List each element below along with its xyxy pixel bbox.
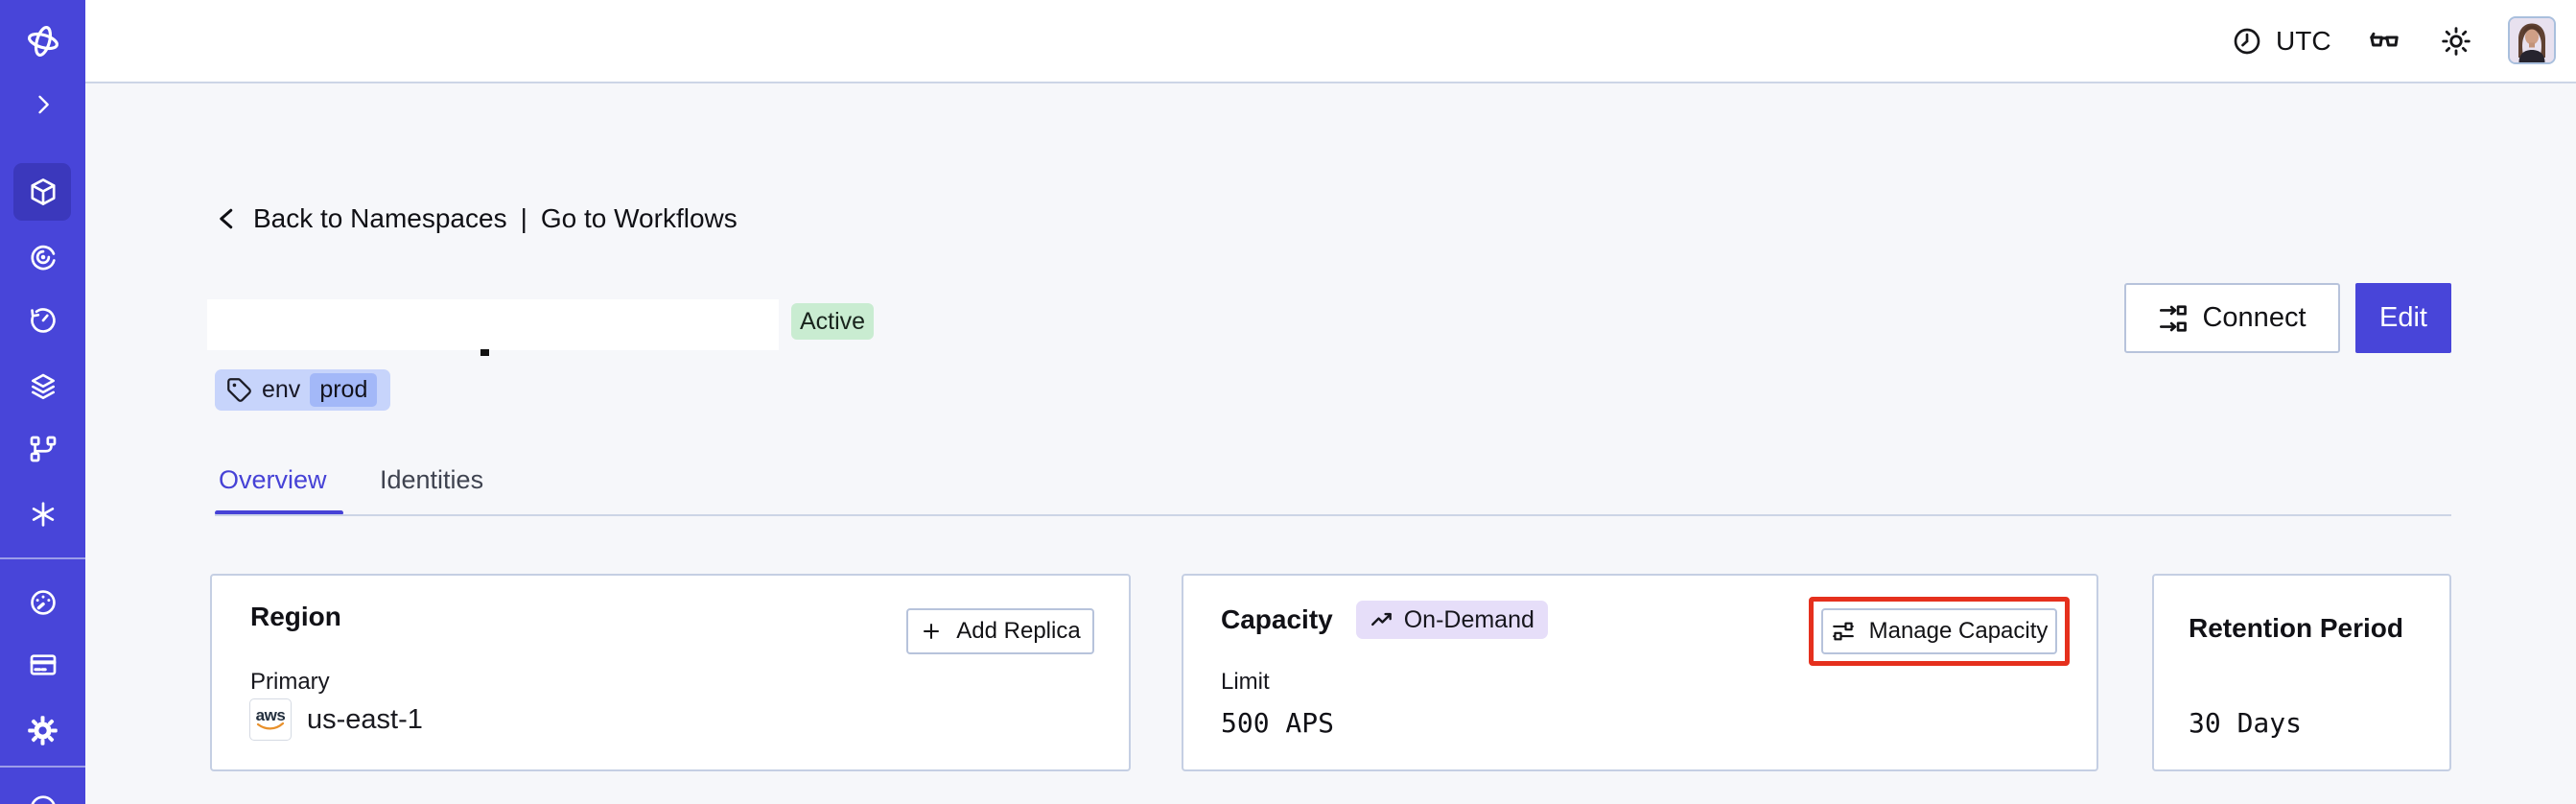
manage-capacity-label: Manage Capacity xyxy=(1868,618,2049,644)
on-demand-badge: On-Demand xyxy=(1355,601,1548,639)
spiral-eye-icon xyxy=(30,245,56,271)
active-tab-underline xyxy=(215,510,343,515)
layers-icon xyxy=(31,373,55,400)
region-value-row: aws us-east-1 xyxy=(249,698,423,741)
branch-icon xyxy=(30,436,56,462)
sidebar-item-pipelines[interactable] xyxy=(0,433,85,465)
connect-button[interactable]: Connect xyxy=(2124,283,2340,353)
tabs-hairline xyxy=(215,514,2451,516)
clock-icon[interactable] xyxy=(2232,26,2262,61)
capacity-value: 500 APS xyxy=(1221,707,1335,739)
retention-value: 30 Days xyxy=(2189,707,2303,739)
capacity-card-title: Capacity xyxy=(1221,604,1333,634)
add-replica-label: Add Replica xyxy=(956,618,1081,644)
sidebar-expand-icon[interactable] xyxy=(0,87,85,122)
sliders-icon xyxy=(1832,622,1854,641)
redaction-artifact xyxy=(480,349,489,356)
sidebar-item-schedules[interactable] xyxy=(0,304,85,337)
tab-overview[interactable]: Overview xyxy=(219,465,327,494)
timezone-label[interactable]: UTC xyxy=(2276,26,2331,56)
plus-icon xyxy=(924,624,940,639)
retention-card: Retention Period 30 Days xyxy=(2152,574,2451,771)
capacity-title-row: Capacity On-Demand xyxy=(1221,601,1548,639)
sidebar-item-usage[interactable] xyxy=(0,586,85,619)
breadcrumb: Back to Namespaces | Go to Workflows xyxy=(213,201,738,236)
back-to-namespaces-link[interactable]: Back to Namespaces xyxy=(253,203,507,233)
namespace-tag: env prod xyxy=(215,369,391,411)
sidebar-item-namespaces[interactable] xyxy=(0,176,85,208)
manage-capacity-button[interactable]: Manage Capacity xyxy=(1821,608,2057,654)
sidebar-item-deployments[interactable] xyxy=(0,370,85,403)
sidebar-divider xyxy=(0,766,85,768)
countdown-timer-icon xyxy=(30,308,56,333)
edit-button-label: Edit xyxy=(2379,302,2427,333)
on-demand-label: On-Demand xyxy=(1403,605,1534,633)
sun-icon[interactable] xyxy=(2440,25,2472,62)
temporal-logo-icon[interactable] xyxy=(0,22,85,60)
sidebar-item-spiral[interactable] xyxy=(0,241,85,273)
asterisk-icon xyxy=(32,502,54,527)
topbar: UTC xyxy=(85,0,2576,83)
region-card: Region Add Replica Primary aws us-east-1 xyxy=(210,574,1131,771)
settings-gear-icon xyxy=(28,715,58,745)
tag-icon xyxy=(226,377,252,403)
connect-button-label: Connect xyxy=(2202,302,2307,333)
capacity-field-label: Limit xyxy=(1221,669,1270,695)
aws-label: aws xyxy=(255,706,286,724)
avatar[interactable] xyxy=(2508,16,2556,64)
breadcrumb-separator: | xyxy=(520,203,527,233)
edit-button[interactable]: Edit xyxy=(2355,283,2451,353)
connect-icon xyxy=(2160,304,2188,332)
region-value: us-east-1 xyxy=(307,703,423,735)
region-card-title: Region xyxy=(250,602,341,631)
glasses-icon[interactable] xyxy=(2367,24,2401,63)
sidebar-item-support[interactable] xyxy=(0,790,85,804)
cube-icon xyxy=(30,178,56,205)
sidebar-item-nexus[interactable] xyxy=(0,498,85,531)
tab-identities[interactable]: Identities xyxy=(380,465,484,494)
retention-card-title: Retention Period xyxy=(2189,613,2404,643)
aws-provider-icon: aws xyxy=(249,698,292,741)
tag-value: prod xyxy=(310,373,378,407)
sidebar-divider xyxy=(0,557,85,559)
aws-swoosh xyxy=(256,722,285,730)
highlight-box: Manage Capacity xyxy=(1809,597,2070,666)
region-field-label: Primary xyxy=(250,669,330,695)
sidebar-item-settings[interactable] xyxy=(0,714,85,746)
back-chevron-icon[interactable] xyxy=(213,204,242,233)
gauge-icon xyxy=(30,590,56,615)
sidebar xyxy=(0,0,85,804)
partial-circle-icon xyxy=(31,795,55,804)
trending-up-icon xyxy=(1370,612,1392,627)
add-replica-button[interactable]: Add Replica xyxy=(906,608,1094,654)
tag-key: env xyxy=(262,376,301,403)
billing-card-icon xyxy=(30,654,56,675)
capacity-card: Capacity On-Demand Manage Capacity Limit… xyxy=(1182,574,2098,771)
go-to-workflows-link[interactable]: Go to Workflows xyxy=(540,203,738,233)
namespace-title-redaction xyxy=(207,299,779,350)
sidebar-item-billing[interactable] xyxy=(0,649,85,681)
status-badge: Active xyxy=(791,303,874,340)
